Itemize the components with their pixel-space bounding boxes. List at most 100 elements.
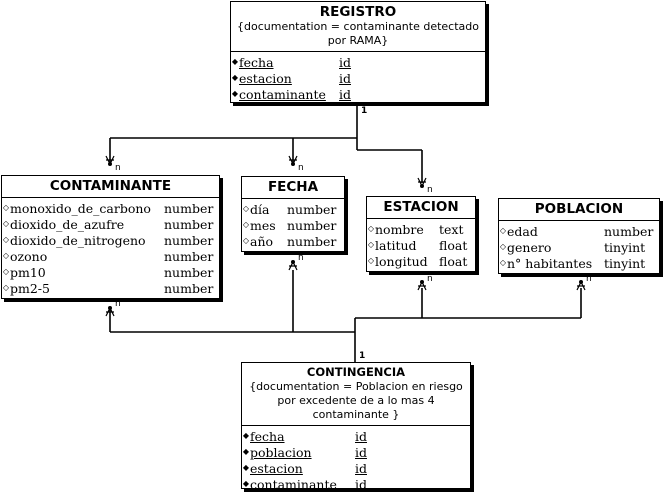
attribute-bullet-icon: ◇ [2,219,10,228]
attribute-type: id [355,461,367,476]
attribute-name: mes [250,218,276,233]
attribute-name: pm2-5 [10,281,50,296]
attribute-row: ◆ contaminante id [242,477,470,493]
attribute-row: ◆ estacion id [242,461,470,477]
attribute-type: id [355,477,367,492]
attribute-type: number [604,224,654,239]
attribute-row: ◇ pm2-5 number [2,281,219,297]
cardinality-many-contaminante-bottom: n [115,299,121,309]
attribute-name: dioxido_de_azufre [10,217,125,232]
attribute-row: ◆ poblacion id [242,445,470,461]
attribute-type: number [164,233,214,248]
attribute-row: ◆ contaminante id [231,87,485,103]
attribute-row: ◆ estacion id [231,71,485,87]
attribute-name: genero [507,240,552,255]
attribute-name: contaminante [239,87,326,102]
attribute-type: number [164,249,214,264]
attribute-bullet-icon: ◇ [2,235,10,244]
entity-title: POBLACION [534,201,624,217]
attribute-name: pm10 [10,265,46,280]
attribute-row: ◇ pm10 number [2,265,219,281]
attribute-type: text [439,222,464,237]
entity-title: REGISTRO [319,4,397,20]
attribute-bullet-icon: ◇ [367,240,375,249]
cardinality-many-fecha-top: n [298,163,304,173]
attribute-type: number [164,281,214,296]
cardinality-many-poblacion-bottom: n [586,274,592,284]
key-bullet-icon: ◆ [242,463,250,472]
attribute-row: ◆ fecha id [231,55,485,71]
attribute-bullet-icon: ◇ [2,283,10,292]
key-bullet-icon: ◆ [231,57,239,66]
attribute-row: ◇ genero tinyint [499,240,659,256]
key-bullet-icon: ◆ [242,447,250,456]
attribute-name: fecha [239,55,274,70]
attribute-name: monoxido_de_carbono [10,201,151,216]
attribute-name: año [250,234,274,249]
attribute-row: ◇ año number [242,234,344,250]
attribute-type: id [355,429,367,444]
cardinality-many-fecha-bottom: n [298,253,304,263]
attribute-type: id [339,71,351,86]
entity-documentation: {documentation = Poblacion en riesgo por… [249,380,463,421]
attribute-row: ◇ nombre text [367,222,475,238]
attribute-type: number [164,201,214,216]
attribute-name: fecha [250,429,285,444]
attribute-bullet-icon: ◇ [499,258,507,267]
attribute-bullet-icon: ◇ [2,203,10,212]
attribute-name: n° habitantes [507,256,593,271]
attribute-name: estacion [239,71,292,86]
attribute-type: number [164,265,214,280]
entity-fecha[interactable]: FECHA ◇ día number ◇ mes number ◇ año nu… [241,176,345,252]
attribute-type: tinyint [604,256,646,271]
attribute-type: number [287,234,337,249]
entity-registro[interactable]: REGISTRO {documentation = contaminante d… [230,1,486,103]
attribute-row: ◇ monoxido_de_carbono number [2,201,219,217]
attribute-bullet-icon: ◇ [2,251,10,260]
attribute-bullet-icon: ◇ [367,256,375,265]
attribute-row: ◇ n° habitantes tinyint [499,256,659,272]
attribute-row: ◇ latitud float [367,238,475,254]
entity-title: CONTINGENCIA [306,365,406,379]
attribute-name: estacion [250,461,303,476]
attribute-bullet-icon: ◇ [499,242,507,251]
key-bullet-icon: ◆ [231,89,239,98]
entity-estacion[interactable]: ESTACION ◇ nombre text ◇ latitud float ◇… [366,196,476,272]
attribute-row: ◇ dioxido_de_azufre number [2,217,219,233]
attribute-row: ◇ longitud float [367,254,475,270]
attribute-row: ◆ fecha id [242,429,470,445]
attribute-type: id [339,55,351,70]
entity-poblacion[interactable]: POBLACION ◇ edad number ◇ genero tinyint… [498,198,660,274]
attribute-name: latitud [375,238,417,253]
cardinality-one-registro: 1 [361,106,368,116]
entity-title: ESTACION [383,199,459,215]
attribute-name: ozono [10,249,48,264]
key-bullet-icon: ◆ [242,431,250,440]
entity-contingencia[interactable]: CONTINGENCIA {documentation = Poblacion … [241,362,471,492]
attribute-name: edad [507,224,538,239]
entity-contaminante[interactable]: CONTAMINANTE ◇ monoxido_de_carbono numbe… [1,175,220,299]
attribute-row: ◇ día number [242,202,344,218]
attribute-type: number [164,217,214,232]
attribute-row: ◇ mes number [242,218,344,234]
attribute-bullet-icon: ◇ [499,226,507,235]
attribute-type: id [355,445,367,460]
attribute-name: poblacion [250,445,312,460]
cardinality-many-estacion-bottom: n [427,274,433,284]
attribute-bullet-icon: ◇ [2,267,10,276]
attribute-row: ◇ dioxido_de_nitrogeno number [2,233,219,249]
entity-documentation: {documentation = contaminante detectado … [237,20,479,47]
attribute-bullet-icon: ◇ [242,236,250,245]
attribute-bullet-icon: ◇ [367,224,375,233]
attribute-name: dioxido_de_nitrogeno [10,233,146,248]
attribute-bullet-icon: ◇ [242,220,250,229]
cardinality-many-estacion-top: n [427,185,433,195]
attribute-name: nombre [375,222,424,237]
attribute-bullet-icon: ◇ [242,204,250,213]
attribute-type: id [339,87,351,102]
attribute-name: longitud [375,254,428,269]
attribute-type: float [439,254,468,269]
attribute-type: number [287,218,337,233]
cardinality-one-contingencia: 1 [359,351,366,361]
